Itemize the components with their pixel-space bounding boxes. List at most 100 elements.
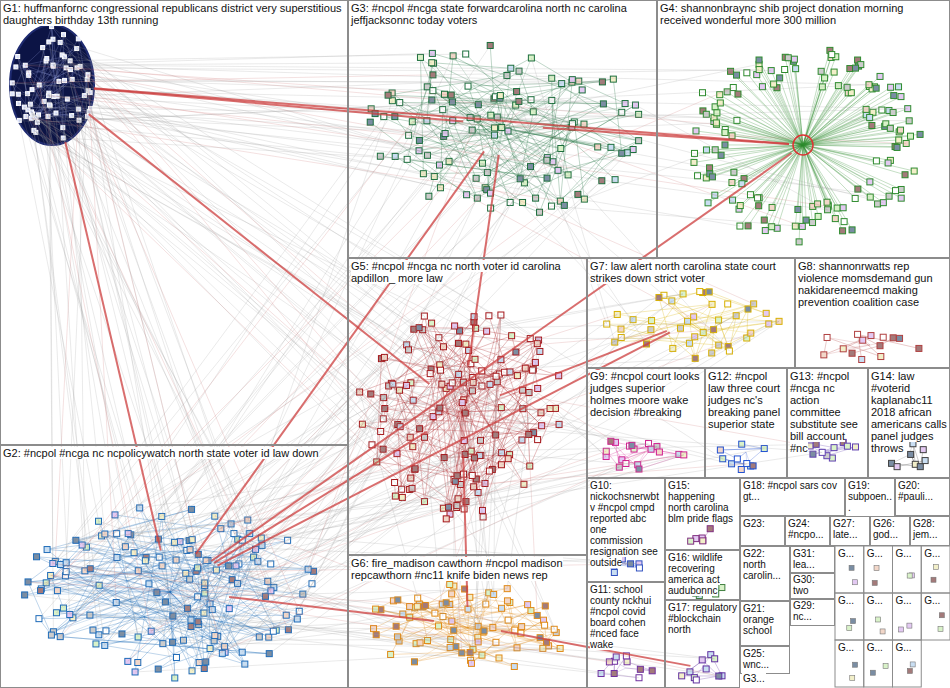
vertex-link (709, 292, 766, 313)
vertex-link (517, 92, 615, 180)
vertex-link (519, 71, 533, 112)
vertex-icon (793, 66, 799, 72)
vertex-link (772, 145, 803, 227)
vertex-icon (656, 449, 662, 455)
vertex-icon (738, 466, 744, 472)
vertex-icon (939, 613, 944, 618)
vertex-icon (695, 173, 701, 179)
vertex-icon (688, 538, 694, 544)
vertex-icon (54, 588, 60, 594)
vertex-icon (847, 66, 853, 72)
vertex-icon (717, 100, 723, 106)
group-cell (893, 640, 922, 687)
vertex-icon (840, 205, 846, 211)
vertex-link (771, 71, 803, 145)
vertex-icon (894, 464, 900, 470)
vertex-icon (759, 84, 765, 90)
vertex-icon (447, 581, 453, 587)
vertex-icon (705, 200, 711, 206)
vertex-icon (898, 94, 904, 100)
vertex-link (651, 325, 690, 330)
vertex-link (672, 292, 700, 301)
vertex-icon (849, 227, 855, 233)
vertex-icon (876, 617, 881, 622)
vertex-link (824, 345, 870, 355)
vertex-link (432, 53, 507, 75)
vertex-icon (893, 188, 899, 194)
vertex-icon (853, 580, 858, 585)
vertex-icon (887, 125, 893, 131)
vertex-link (740, 145, 803, 226)
vertex-link (803, 143, 906, 145)
vertex-icon (160, 641, 166, 647)
vertex-icon (693, 128, 699, 134)
vertex-icon (422, 602, 428, 608)
vertex-link (712, 145, 803, 177)
vertex-icon (465, 83, 471, 89)
vertex-icon (852, 195, 858, 201)
vertex-icon (920, 447, 926, 453)
vertex-icon (268, 561, 274, 567)
vertex-icon (785, 55, 791, 61)
vertex-icon (388, 651, 394, 657)
vertex-link (410, 617, 515, 666)
vertex-icon (907, 668, 912, 673)
group-cell (835, 546, 864, 593)
vertex-icon (844, 84, 850, 90)
vertex-link (802, 145, 804, 226)
vertex-icon (898, 186, 904, 192)
vertex-link (206, 561, 297, 619)
vertex-icon (829, 52, 835, 58)
vertex-icon (716, 317, 722, 323)
vertex-icon (894, 144, 900, 150)
vertex-icon (911, 168, 917, 174)
vertex-link (827, 337, 881, 356)
vertex-icon (504, 598, 510, 604)
vertex-icon (796, 239, 802, 245)
vertex-icon (429, 320, 435, 326)
vertex-icon (499, 605, 505, 611)
vertex-icon (735, 91, 741, 97)
vertex-icon (831, 69, 837, 75)
vertex-link (25, 39, 53, 65)
vertex-link (803, 128, 890, 145)
group-cell (921, 546, 950, 593)
vertex-icon (367, 119, 373, 125)
vertex-icon (756, 203, 762, 209)
vertex-icon (697, 289, 703, 295)
group-cell (921, 593, 950, 640)
vertex-icon (840, 346, 846, 352)
vertex-icon (916, 345, 922, 351)
vertex-icon (863, 106, 869, 112)
vertex-icon (613, 654, 619, 660)
vertex-icon (824, 334, 830, 340)
vertex-link (493, 602, 510, 627)
vertex-icon (395, 597, 401, 603)
vertex-link (803, 117, 870, 145)
vertex-icon (869, 122, 875, 128)
vertex-icon (883, 664, 888, 669)
vertex-link (803, 145, 896, 191)
group-cell (864, 640, 893, 687)
vertex-icon (610, 76, 616, 82)
vertex-link (858, 334, 919, 348)
vertex-icon (649, 668, 655, 674)
vertex-icon (910, 662, 915, 667)
vertex-icon (611, 670, 617, 676)
vertex-icon (877, 73, 883, 79)
vertex-icon (877, 343, 883, 349)
vertex-icon (824, 199, 830, 205)
vertex-icon (533, 195, 539, 201)
vertex-link (803, 87, 847, 145)
vertex-link (606, 452, 645, 457)
vertex-icon (890, 335, 896, 341)
vertex-icon (844, 443, 850, 449)
vertex-icon (851, 619, 856, 624)
vertex-icon (392, 480, 398, 486)
vertex-icon (763, 310, 769, 316)
vertex-icon (917, 464, 923, 470)
vertex-icon (803, 217, 809, 223)
vertex-link (824, 336, 871, 355)
vertex-icon (860, 337, 866, 343)
vertex-icon (907, 623, 912, 628)
